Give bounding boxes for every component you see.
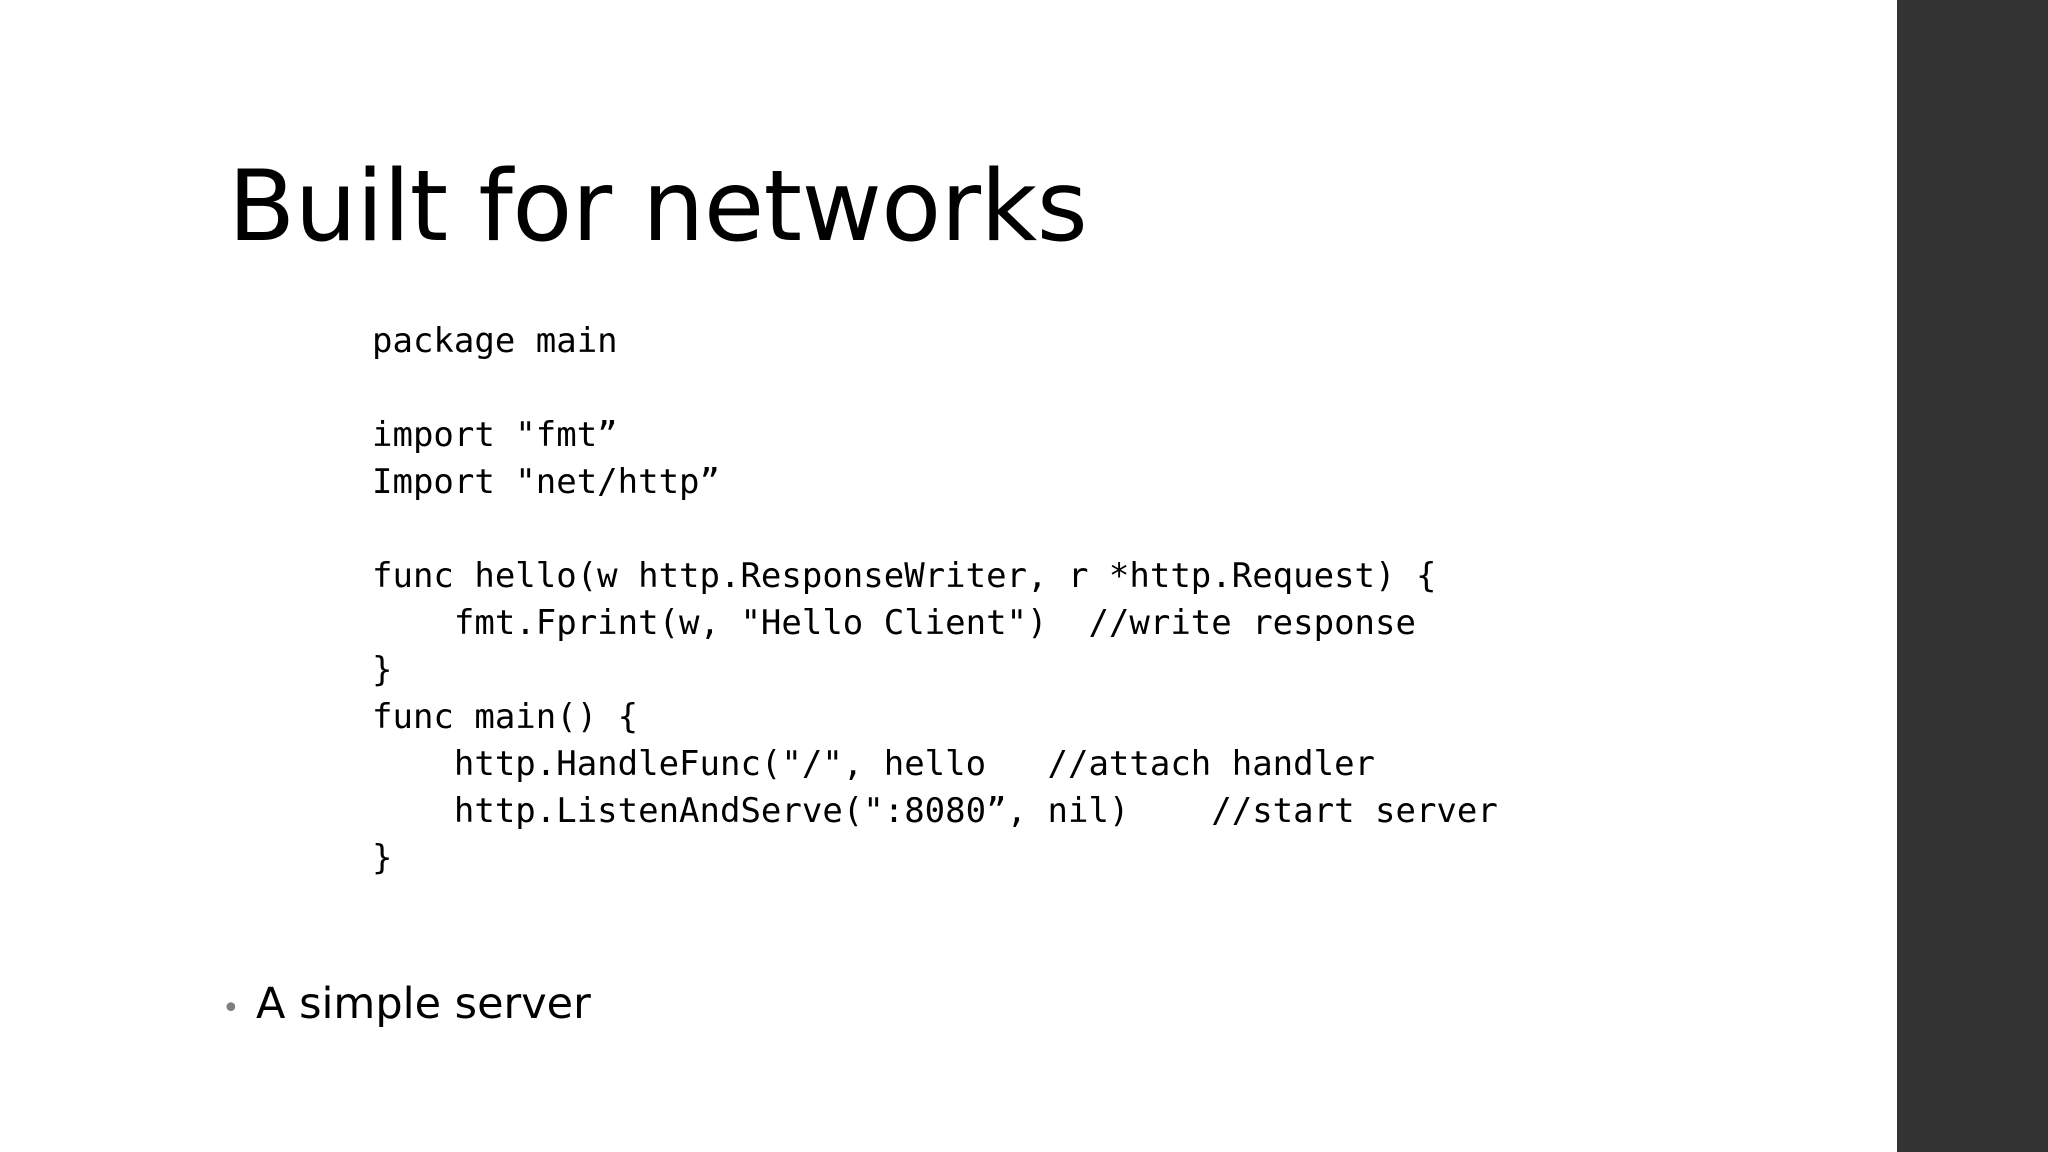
code-line xyxy=(372,506,1498,553)
code-line: } xyxy=(372,838,393,878)
code-line: fmt.Fprint(w, "Hello Client") //write re… xyxy=(372,603,1416,643)
code-block: package main import "fmt” Import "net/htt… xyxy=(372,318,1498,882)
code-line: package main xyxy=(372,321,618,361)
code-line: func main() { xyxy=(372,697,639,737)
right-decorative-panel xyxy=(1897,0,2048,1152)
code-line: http.HandleFunc("/", hello //attach hand… xyxy=(372,744,1376,784)
list-item: • A simple server xyxy=(222,979,1422,1029)
code-line: import "fmt” xyxy=(372,415,618,455)
bullet-point-icon: • xyxy=(222,991,240,1026)
list-item-label: A simple server xyxy=(256,979,591,1029)
code-line xyxy=(372,365,1498,412)
code-line: } xyxy=(372,650,393,690)
code-line: http.ListenAndServe(":8080”, nil) //star… xyxy=(372,791,1498,831)
bullet-list: • A simple server xyxy=(222,979,1422,1037)
page-title: Built for networks xyxy=(228,150,1088,264)
code-line: func hello(w http.ResponseWriter, r *htt… xyxy=(372,556,1437,596)
code-line: Import "net/http” xyxy=(372,462,720,502)
